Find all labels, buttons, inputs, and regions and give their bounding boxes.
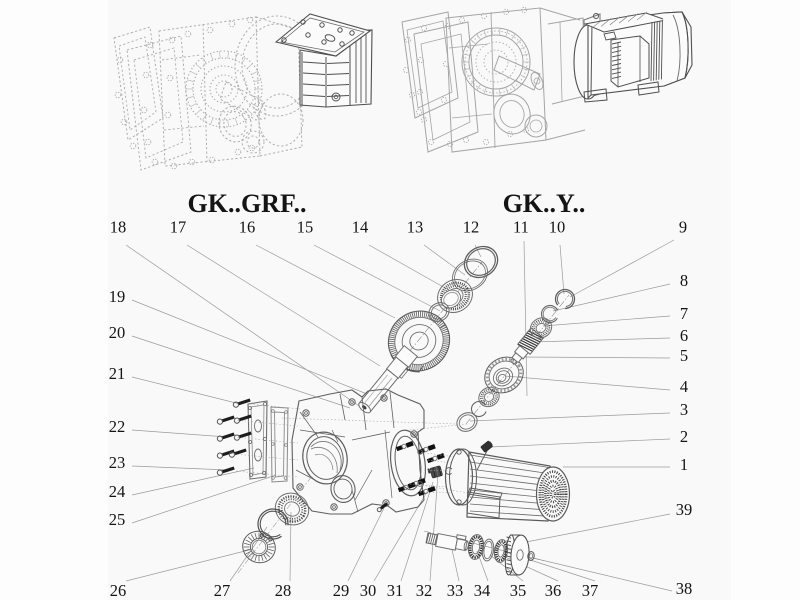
svg-text:28: 28 (275, 581, 292, 600)
svg-text:4: 4 (680, 377, 688, 396)
svg-text:18: 18 (110, 218, 127, 237)
svg-text:27: 27 (214, 581, 231, 600)
svg-text:3: 3 (680, 400, 688, 419)
svg-text:39: 39 (676, 500, 693, 519)
svg-text:GK..GRF..: GK..GRF.. (188, 189, 307, 218)
svg-text:38: 38 (676, 579, 693, 598)
svg-text:9: 9 (679, 218, 687, 237)
svg-text:31: 31 (387, 581, 404, 600)
svg-text:7: 7 (680, 304, 688, 323)
svg-text:12: 12 (463, 218, 480, 237)
svg-text:33: 33 (447, 581, 464, 600)
svg-text:14: 14 (352, 218, 369, 237)
svg-text:32: 32 (416, 581, 433, 600)
svg-text:20: 20 (109, 323, 126, 342)
svg-text:35: 35 (510, 581, 527, 600)
svg-text:21: 21 (109, 364, 126, 383)
svg-text:22: 22 (109, 417, 126, 436)
svg-text:15: 15 (297, 218, 314, 237)
svg-text:16: 16 (239, 218, 256, 237)
svg-text:36: 36 (545, 581, 562, 600)
svg-text:10: 10 (549, 218, 566, 237)
svg-text:6: 6 (680, 326, 688, 345)
svg-text:24: 24 (109, 482, 126, 501)
svg-text:2: 2 (680, 427, 688, 446)
svg-text:25: 25 (109, 510, 126, 529)
svg-text:8: 8 (680, 271, 688, 290)
svg-text:13: 13 (407, 218, 424, 237)
svg-text:11: 11 (513, 218, 529, 237)
svg-text:GK..Y..: GK..Y.. (503, 189, 586, 218)
svg-text:37: 37 (582, 581, 599, 600)
svg-text:17: 17 (170, 218, 187, 237)
svg-text:5: 5 (680, 346, 688, 365)
svg-text:23: 23 (109, 453, 126, 472)
svg-text:1: 1 (680, 455, 688, 474)
svg-text:34: 34 (474, 581, 491, 600)
svg-text:30: 30 (360, 581, 377, 600)
svg-text:29: 29 (333, 581, 350, 600)
svg-text:19: 19 (109, 287, 126, 306)
svg-text:26: 26 (110, 581, 127, 600)
